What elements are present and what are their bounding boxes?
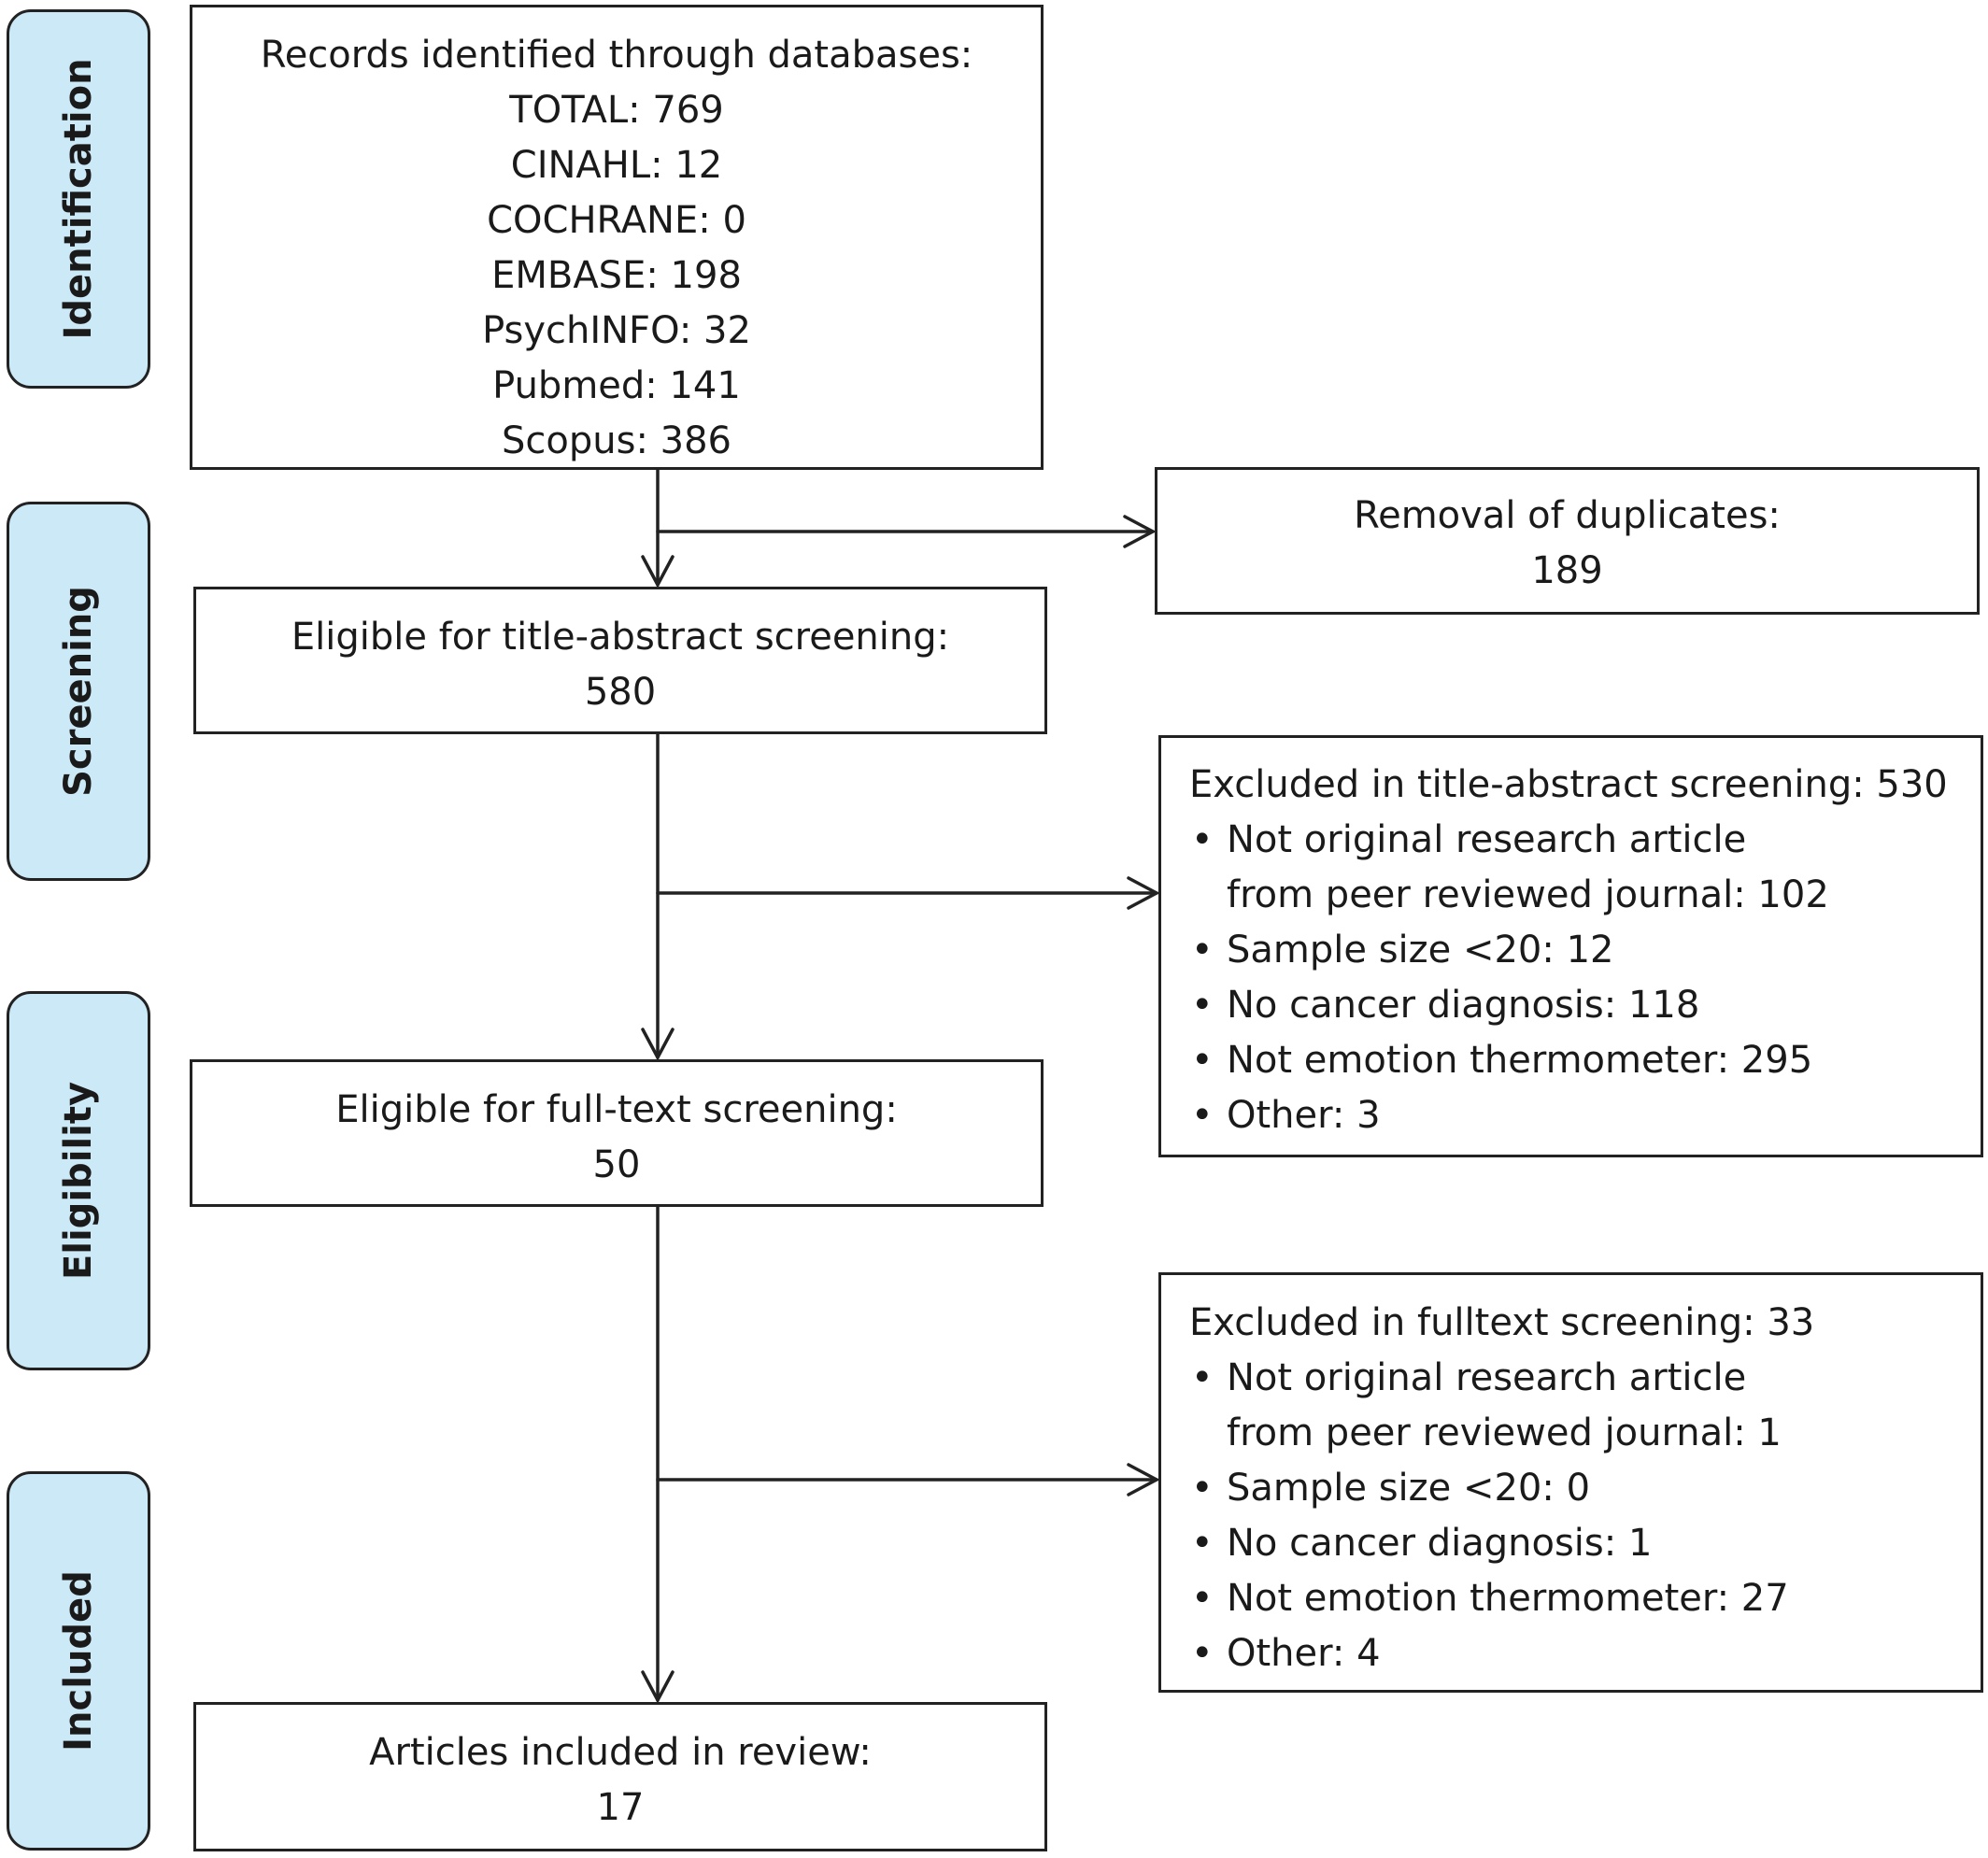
- duplicates-box: Removal of duplicates: 189: [1155, 467, 1980, 615]
- arrowhead-right: [1123, 515, 1157, 548]
- item-text: Other: 4: [1227, 1632, 1381, 1675]
- excluded-title-abstract-heading: Excluded in title-abstract screening: 53…: [1189, 763, 1948, 806]
- records-cinahl: CINAHL: 12: [510, 144, 723, 187]
- item-text-continued: from peer reviewed journal: 1: [1227, 1411, 1782, 1454]
- records-total: TOTAL: 769: [509, 89, 724, 132]
- item-text-continued: from peer reviewed journal: 102: [1227, 873, 1829, 916]
- full-text-value: 50: [592, 1143, 641, 1186]
- phase-identification: Identification: [7, 9, 150, 389]
- full-text-box: Eligible for full-text screening: 50: [190, 1059, 1044, 1207]
- included-value: 17: [596, 1786, 645, 1829]
- included-heading: Articles included in review:: [369, 1731, 872, 1774]
- records-identified-box: Records identified through databases: TO…: [190, 5, 1044, 470]
- arrowhead-right: [1127, 876, 1160, 910]
- arrowhead-right: [1127, 1463, 1160, 1496]
- item-text: Sample size <20: 12: [1227, 929, 1614, 972]
- excluded-title-abstract-list: Not original research article from peer …: [1189, 813, 1981, 1143]
- records-psychinfo: PsychINFO: 32: [482, 309, 751, 352]
- item-text: Sample size <20: 0: [1227, 1467, 1591, 1510]
- list-item: Other: 4: [1189, 1626, 1981, 1681]
- title-abstract-box: Eligible for title-abstract screening: 5…: [193, 587, 1047, 734]
- excluded-full-text-box: Excluded in fulltext screening: 33 Not o…: [1158, 1272, 1983, 1693]
- list-item: Sample size <20: 12: [1189, 923, 1981, 978]
- list-item: Other: 3: [1189, 1088, 1981, 1143]
- phase-eligibility: Eligibility: [7, 991, 150, 1370]
- duplicates-value: 189: [1531, 549, 1603, 592]
- excluded-title-abstract-box: Excluded in title-abstract screening: 53…: [1158, 735, 1983, 1157]
- phase-included: Included: [7, 1471, 150, 1851]
- records-heading: Records identified through databases:: [260, 34, 973, 77]
- list-item: Not original research article from peer …: [1189, 1351, 1981, 1461]
- item-text: Other: 3: [1227, 1094, 1381, 1137]
- records-scopus: Scopus: 386: [502, 419, 731, 462]
- duplicates-heading: Removal of duplicates:: [1354, 494, 1781, 537]
- records-pubmed: Pubmed: 141: [492, 364, 741, 407]
- phase-screening: Screening: [7, 502, 150, 881]
- list-item: Not original research article from peer …: [1189, 813, 1981, 923]
- full-text-heading: Eligible for full-text screening:: [335, 1088, 898, 1131]
- title-abstract-value: 580: [584, 671, 657, 714]
- title-abstract-heading: Eligible for title-abstract screening:: [291, 616, 950, 659]
- list-item: Sample size <20: 0: [1189, 1461, 1981, 1516]
- excluded-full-text-list: Not original research article from peer …: [1189, 1351, 1981, 1681]
- arrowhead-down: [641, 555, 674, 589]
- arrowhead-down: [641, 1028, 674, 1061]
- item-text: Not emotion thermometer: 295: [1227, 1039, 1813, 1082]
- records-embase: EMBASE: 198: [491, 254, 742, 297]
- item-text: Not emotion thermometer: 27: [1227, 1577, 1789, 1620]
- list-item: No cancer diagnosis: 118: [1189, 978, 1981, 1033]
- arrowhead-down: [641, 1670, 674, 1704]
- included-box: Articles included in review: 17: [193, 1702, 1047, 1851]
- item-text: No cancer diagnosis: 1: [1227, 1522, 1653, 1565]
- item-text: Not original research article: [1227, 1356, 1747, 1399]
- list-item: Not emotion thermometer: 295: [1189, 1033, 1981, 1088]
- item-text: Not original research article: [1227, 818, 1747, 861]
- item-text: No cancer diagnosis: 118: [1227, 984, 1700, 1027]
- excluded-full-text-heading: Excluded in fulltext screening: 33: [1189, 1301, 1815, 1344]
- list-item: Not emotion thermometer: 27: [1189, 1571, 1981, 1626]
- list-item: No cancer diagnosis: 1: [1189, 1516, 1981, 1571]
- records-cochrane: COCHRANE: 0: [487, 199, 746, 242]
